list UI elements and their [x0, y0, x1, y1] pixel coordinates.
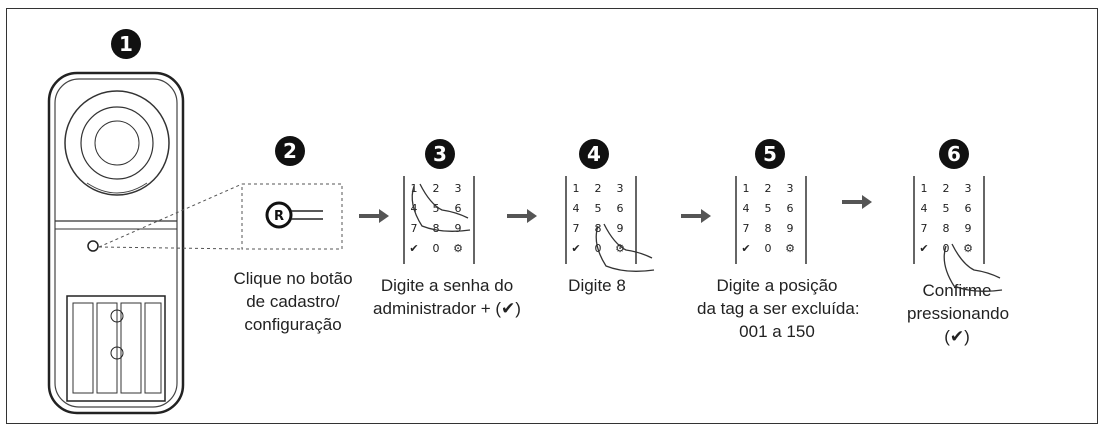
keypad-key: 5 — [595, 202, 602, 215]
keypad-key: 5 — [433, 202, 440, 215]
keypad-key: 1 — [743, 182, 750, 195]
keypad-key: 0 — [433, 242, 440, 255]
zoom-guide — [98, 183, 343, 250]
step-2-badge: 2 — [275, 136, 305, 166]
keypad-key: ⚙ — [785, 242, 795, 255]
keypad-key: 9 — [787, 222, 794, 235]
keypad-key: 0 — [943, 242, 950, 255]
keypad-key: 1 — [921, 182, 928, 195]
keypad-key: 7 — [573, 222, 580, 235]
keypad-key: ⚙ — [963, 242, 973, 255]
keypad-key: 7 — [743, 222, 750, 235]
keypad-key: 9 — [617, 222, 624, 235]
keypad-key: 0 — [765, 242, 772, 255]
step-1-badge: 1 — [111, 29, 141, 59]
step-6-caption: Confirme pressionando (✔) — [907, 281, 1010, 346]
right-arrow-icon — [359, 209, 389, 223]
keypad-key: 7 — [921, 222, 928, 235]
registration-button-icon: R — [265, 201, 323, 229]
keypad-key: 8 — [765, 222, 772, 235]
right-arrow-icon — [681, 209, 711, 223]
keypad-key: 4 — [743, 202, 750, 215]
keypad-icon: 1 2 3 4 5 6 7 8 9 ✔ 0 ⚙ — [735, 176, 807, 264]
instruction-panel: 1 2 R Clique no botão de cadastro/ confi… — [6, 8, 1098, 424]
keypad-key: ✔ — [919, 242, 928, 255]
keypad-key: 2 — [595, 182, 602, 195]
keypad-key: 5 — [765, 202, 772, 215]
keypad-key: 3 — [787, 182, 794, 195]
step-5-badge: 5 — [755, 139, 785, 169]
keypad-key: 2 — [433, 182, 440, 195]
step-2-caption: Clique no botão de cadastro/ configuraçã… — [233, 269, 353, 334]
keypad-key: 3 — [455, 182, 462, 195]
keypad-key: 6 — [965, 202, 972, 215]
right-arrow-icon — [842, 195, 872, 209]
keypad-key: 8 — [943, 222, 950, 235]
svg-text:R: R — [274, 209, 284, 224]
pressing-hand-icon — [595, 223, 655, 272]
keypad-key: 9 — [965, 222, 972, 235]
keypad-key: ⚙ — [453, 242, 463, 255]
keypad-key: 2 — [765, 182, 772, 195]
step-3-badge: 3 — [425, 139, 455, 169]
keypad-key: ✔ — [741, 242, 750, 255]
pressing-hand-icon — [411, 183, 471, 232]
pressing-hand-icon — [943, 243, 1003, 292]
keypad-key: 1 — [573, 182, 580, 195]
keypad-key: 6 — [617, 202, 624, 215]
keypad-icon: 1 2 3 4 5 6 7 8 9 ✔ 0 ⚙ — [913, 176, 1003, 292]
keypad-key: 1 — [411, 182, 418, 195]
keypad-key: 2 — [943, 182, 950, 195]
step-4-badge: 4 — [579, 139, 609, 169]
keypad-key: ⚙ — [615, 242, 625, 255]
keypad-key: 3 — [965, 182, 972, 195]
keypad-key: 3 — [617, 182, 624, 195]
keypad-key: 7 — [411, 222, 418, 235]
right-arrow-icon — [507, 209, 537, 223]
keypad-key: 5 — [943, 202, 950, 215]
keypad-key: 8 — [433, 222, 440, 235]
keypad-key: 6 — [787, 202, 794, 215]
keypad-key: 4 — [921, 202, 928, 215]
keypad-key: ✔ — [571, 242, 580, 255]
keypad-key: 4 — [573, 202, 580, 215]
keypad-key: 6 — [455, 202, 462, 215]
keypad-key: 8 — [595, 222, 602, 235]
step-4-caption: Digite 8 — [568, 276, 626, 295]
step-3-caption: Digite a senha do administrador + (✔) — [373, 276, 521, 318]
step-5-caption: Digite a posição da tag a ser excluída: … — [697, 276, 860, 341]
step-6-badge: 6 — [939, 139, 969, 169]
keypad-key: ✔ — [409, 242, 418, 255]
door-lock-icon — [47, 71, 185, 415]
keypad-key: 9 — [455, 222, 462, 235]
